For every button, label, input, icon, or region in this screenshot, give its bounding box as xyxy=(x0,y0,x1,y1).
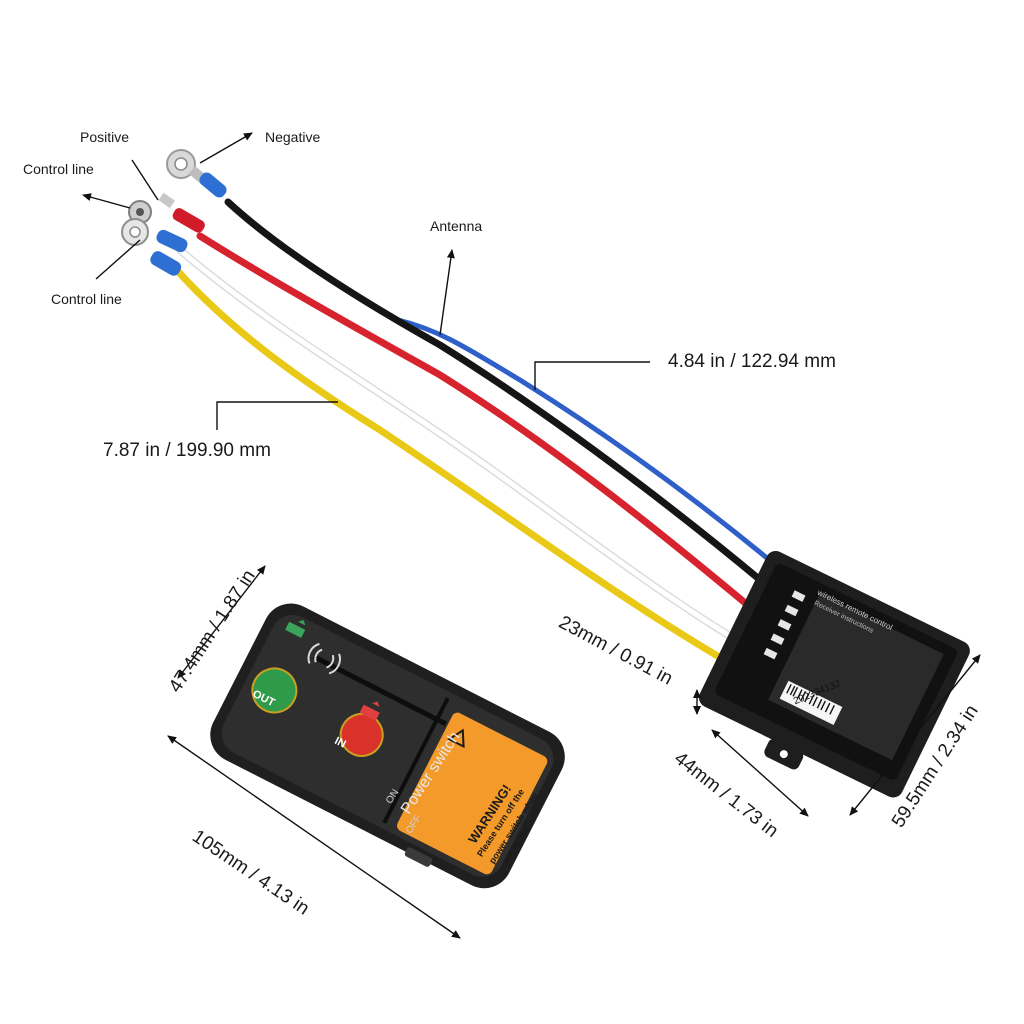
antenna-length-dimension: 4.84 in / 122.94 mm xyxy=(668,351,836,372)
control-line-top-label: Control line xyxy=(23,161,94,177)
yellow-wire xyxy=(171,264,742,672)
callout-arrows xyxy=(82,132,650,430)
negative-crimp xyxy=(199,172,227,198)
positive-label: Positive xyxy=(80,129,130,145)
positive-arrow xyxy=(131,159,159,201)
control-line-bottom-label: Control line xyxy=(51,291,122,307)
wire-length-dimension: 7.87 in / 199.90 mm xyxy=(103,440,271,461)
antenna-dimension-leader xyxy=(534,361,650,390)
positive-crimp xyxy=(172,208,205,233)
antenna-wire xyxy=(395,317,808,593)
antenna-label: Antenna xyxy=(430,218,483,234)
black-wire xyxy=(224,198,794,609)
red-wire xyxy=(196,232,772,626)
wire-bundle xyxy=(171,198,808,672)
negative-arrow xyxy=(199,132,253,164)
signal-icon xyxy=(307,642,341,675)
winch-in-icon xyxy=(359,701,380,721)
wire-dimension-leader xyxy=(216,401,338,430)
control-line-bottom-arrow xyxy=(95,239,141,280)
control-line-crimp-bottom xyxy=(150,251,182,276)
out-button[interactable] xyxy=(245,661,304,720)
remote-control xyxy=(210,603,565,889)
negative-label: Negative xyxy=(265,129,321,145)
ring-terminals xyxy=(121,149,227,276)
control-line-crimp-top xyxy=(156,229,188,253)
control-line-top-arrow xyxy=(82,193,131,209)
winch-out-icon xyxy=(285,620,306,638)
antenna-arrow xyxy=(439,249,455,336)
